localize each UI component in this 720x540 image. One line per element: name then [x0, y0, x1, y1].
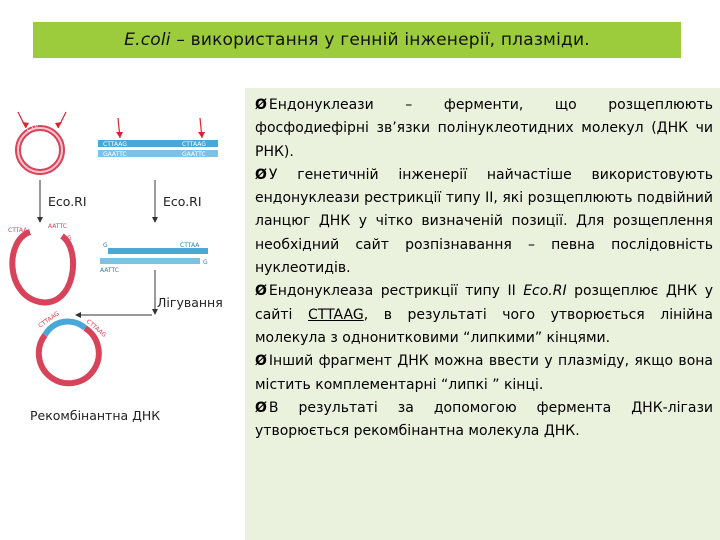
- bullet-text: У генетичній інженерії найчастіше викори…: [255, 166, 713, 277]
- svg-text:AATTC: AATTC: [100, 267, 119, 274]
- title-rest: – використання у генній інженерії, плазм…: [170, 30, 590, 50]
- svg-text:CTTAA: CTTAA: [180, 242, 200, 249]
- bullet-marker: Ø: [255, 399, 267, 416]
- bullet-text-part: , в результаті чого утворюється лінійна …: [255, 306, 713, 346]
- label-ecori-left: Eco.RI: [48, 194, 87, 209]
- title-bar: E.coli – використання у генній інженерії…: [33, 22, 681, 58]
- bullet-marker: Ø: [255, 353, 267, 370]
- label-ecori-right: Eco.RI: [163, 194, 202, 209]
- label-ligation: Лігування: [157, 295, 223, 310]
- bullet-text: В результаті за допомогою фермента ДНК-л…: [255, 399, 713, 440]
- insert-fragment-top: CTTAAG GAATTC CTTAAG GAATTC: [98, 117, 218, 158]
- svg-text:GAATTC: GAATTC: [182, 151, 206, 158]
- bullet-marker: Ø: [255, 166, 267, 183]
- bullet-marker: Ø: [255, 283, 267, 300]
- svg-text:GAATTC: GAATTC: [103, 151, 127, 158]
- bullet-marker: Ø: [255, 97, 267, 113]
- plasmid-diagram-svg: CTTAAG CTTAAG GAATTC CTTAAG GAATTC: [8, 111, 218, 387]
- title-species: E.coli: [124, 30, 171, 50]
- svg-text:CTTAAG: CTTAAG: [103, 141, 127, 148]
- insert-fragment-sticky: G AATTC CTTAA G: [100, 242, 208, 274]
- label-recombinant: Рекомбінантна ДНК: [30, 408, 161, 423]
- slide-title: E.coli – використання у генній інженерії…: [124, 30, 590, 50]
- linear-plasmid: CTTAA AATTC G: [8, 223, 77, 306]
- cleavage-arrow-left: [17, 111, 67, 129]
- svg-text:CTTAA: CTTAA: [8, 227, 28, 234]
- bullet-text-part: Ендонуклеаза рестрикції типу ІІ: [268, 283, 524, 300]
- bullet-text: Інший фрагмент ДНК можна ввести у плазмі…: [255, 353, 713, 393]
- plasmid-diagram: CTTAAG CTTAAG GAATTC CTTAAG GAATTC: [0, 90, 245, 450]
- bullet-text-part: розщеплює ДНК у сайті: [255, 283, 714, 323]
- svg-text:G: G: [103, 242, 108, 249]
- svg-text:G: G: [67, 235, 72, 242]
- recombinant-plasmid: CTTAAG CTTAAG: [35, 310, 108, 387]
- svg-text:G: G: [203, 259, 208, 266]
- bullet-text: Ендонуклеази – ферменти, що розщеплюють …: [255, 97, 713, 160]
- svg-text:AATTC: AATTC: [48, 223, 67, 230]
- enzyme-name: Eco.RI: [523, 283, 567, 300]
- svg-text:CTTAAG: CTTAAG: [182, 141, 206, 148]
- site-sequence: CTTAAG: [307, 306, 364, 323]
